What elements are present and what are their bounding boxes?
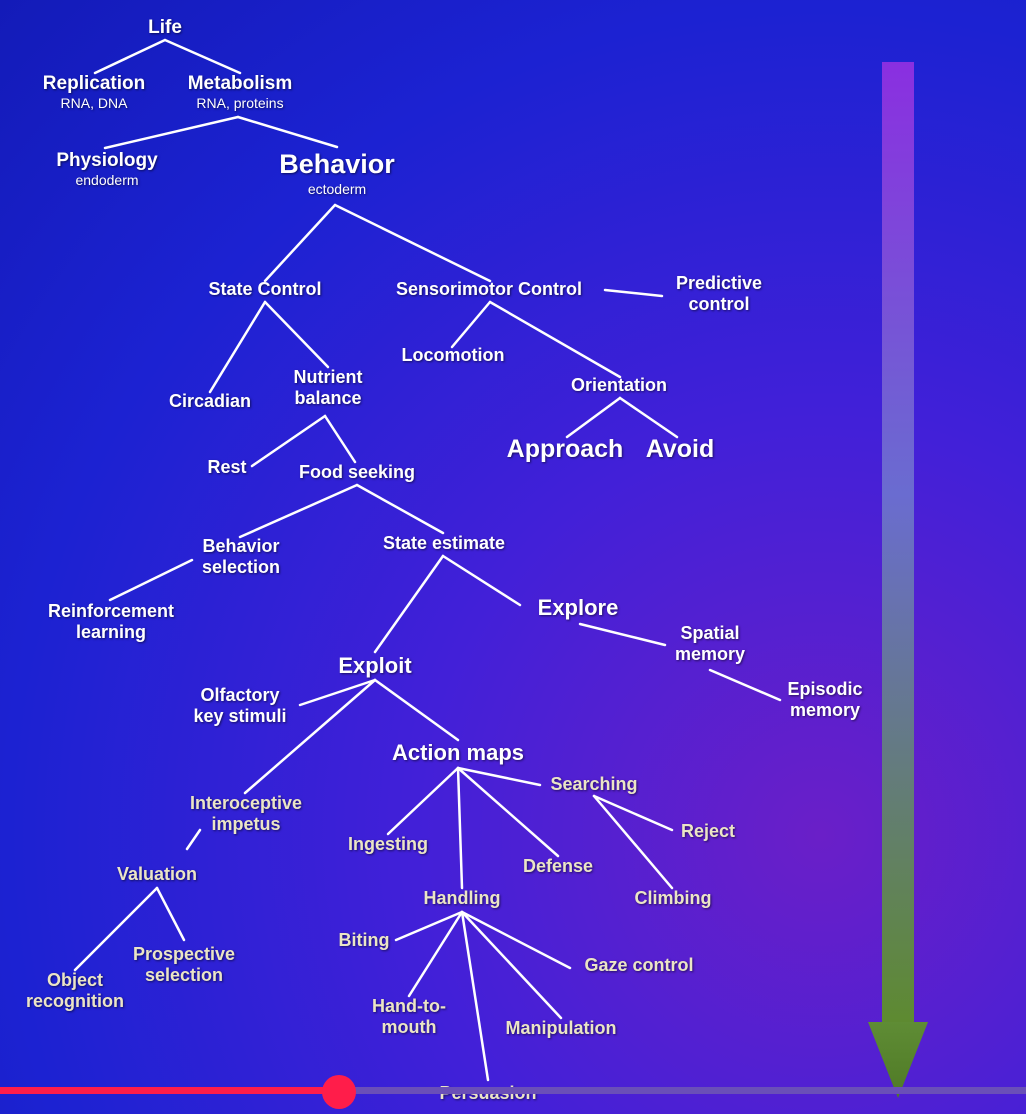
video-timeline-progress (0, 1087, 339, 1094)
edge-interoceptive-impetus-to-valuation (185, 828, 202, 851)
edge-state-control-to-nutrient-balance (263, 300, 330, 369)
node-life: Life (148, 17, 182, 38)
node-sensorimotor-control: Sensorimotor Control (395, 279, 583, 299)
node-rest: Rest (207, 457, 247, 477)
node-ingesting: Ingesting (348, 834, 428, 854)
edge-orientation-to-approach (565, 396, 622, 439)
edge-valuation-to-prospective-selection (155, 886, 186, 942)
edge-handling-to-biting (394, 910, 464, 942)
edge-sensorimotor-control-to-locomotion (450, 300, 492, 349)
node-defense: Defense (522, 856, 594, 876)
edge-food-seeking-to-state-estimate (355, 483, 445, 535)
node-action-maps: Action maps (391, 740, 525, 765)
node-approach: Approach (506, 435, 624, 463)
node-hand-to-mouth: Hand-to-mouth (372, 996, 446, 1038)
node-food-seeking: Food seeking (298, 462, 416, 482)
node-state-estimate: State estimate (382, 533, 506, 553)
node-manipulation: Manipulation (505, 1018, 617, 1038)
node-handling: Handling (423, 888, 501, 908)
edge-life-to-metabolism (163, 38, 242, 75)
edge-handling-to-gaze-control (460, 910, 572, 970)
edge-state-estimate-to-explore (441, 554, 522, 607)
node-metabolism-subtitle: RNA, proteins (196, 95, 284, 112)
edge-valuation-to-object-recognition (73, 886, 159, 972)
edge-explore-to-spatial-memory (578, 622, 667, 647)
node-locomotion: Locomotion (401, 345, 505, 365)
node-exploit: Exploit (338, 653, 412, 678)
edge-spatial-memory-to-episodic-memory (708, 668, 782, 702)
node-circadian: Circadian (168, 391, 252, 411)
node-physiology-subtitle: endoderm (75, 172, 139, 189)
edge-nutrient-balance-to-rest (250, 414, 327, 468)
node-explore: Explore (537, 595, 619, 620)
node-orientation: Orientation (570, 375, 668, 395)
node-gaze-control: Gaze control (584, 955, 694, 975)
edge-handling-to-hand-to-mouth (407, 910, 464, 998)
edge-action-maps-to-handling (456, 766, 464, 890)
edge-behavior-to-sensorimotor-control (333, 203, 492, 283)
edge-exploit-to-interoceptive-impetus (243, 678, 377, 795)
edge-action-maps-to-ingesting (386, 766, 460, 836)
node-biting: Biting (338, 930, 390, 950)
edge-state-control-to-circadian (208, 300, 267, 394)
node-searching: Searching (550, 774, 638, 794)
time-arrow-head (868, 1022, 928, 1098)
edge-searching-to-reject (592, 794, 674, 832)
edge-metabolism-to-physiology (103, 115, 240, 150)
node-reject: Reject (680, 821, 736, 841)
video-timeline-track[interactable] (0, 1087, 1026, 1094)
edge-exploit-to-action-maps (373, 678, 460, 742)
edge-life-to-replication (93, 38, 167, 75)
node-replication-subtitle: RNA, DNA (60, 95, 128, 112)
edge-action-maps-to-searching (456, 766, 542, 787)
edge-sensorimotor-control-to-orientation (488, 300, 622, 379)
node-valuation: Valuation (116, 864, 198, 884)
node-avoid: Avoid (645, 435, 715, 463)
node-climbing: Climbing (634, 888, 712, 908)
edge-behavior-to-state-control (263, 203, 337, 283)
edge-behavior-selection-to-reinforcement-learning (108, 558, 194, 602)
edge-handling-to-persuasion (460, 910, 490, 1082)
edge-handling-to-manipulation (460, 910, 563, 1020)
edge-metabolism-to-behavior (236, 115, 339, 149)
time-arrow-shaft (882, 62, 914, 1024)
node-behavior-subtitle: ectoderm (307, 180, 367, 197)
video-scrubber-handle[interactable] (321, 1075, 356, 1109)
edge-action-maps-to-defense (456, 766, 560, 858)
edge-nutrient-balance-to-food-seeking (323, 414, 357, 464)
edge-searching-to-climbing (592, 794, 674, 890)
edge-sensorimotor-control-to-predictive-control (603, 288, 664, 298)
edge-orientation-to-avoid (618, 396, 679, 439)
node-state-control: State Control (208, 279, 322, 299)
edge-state-estimate-to-exploit (373, 554, 445, 654)
edge-food-seeking-to-behavior-selection (238, 483, 359, 539)
edge-exploit-to-olfactory-key-stimuli (298, 678, 377, 707)
